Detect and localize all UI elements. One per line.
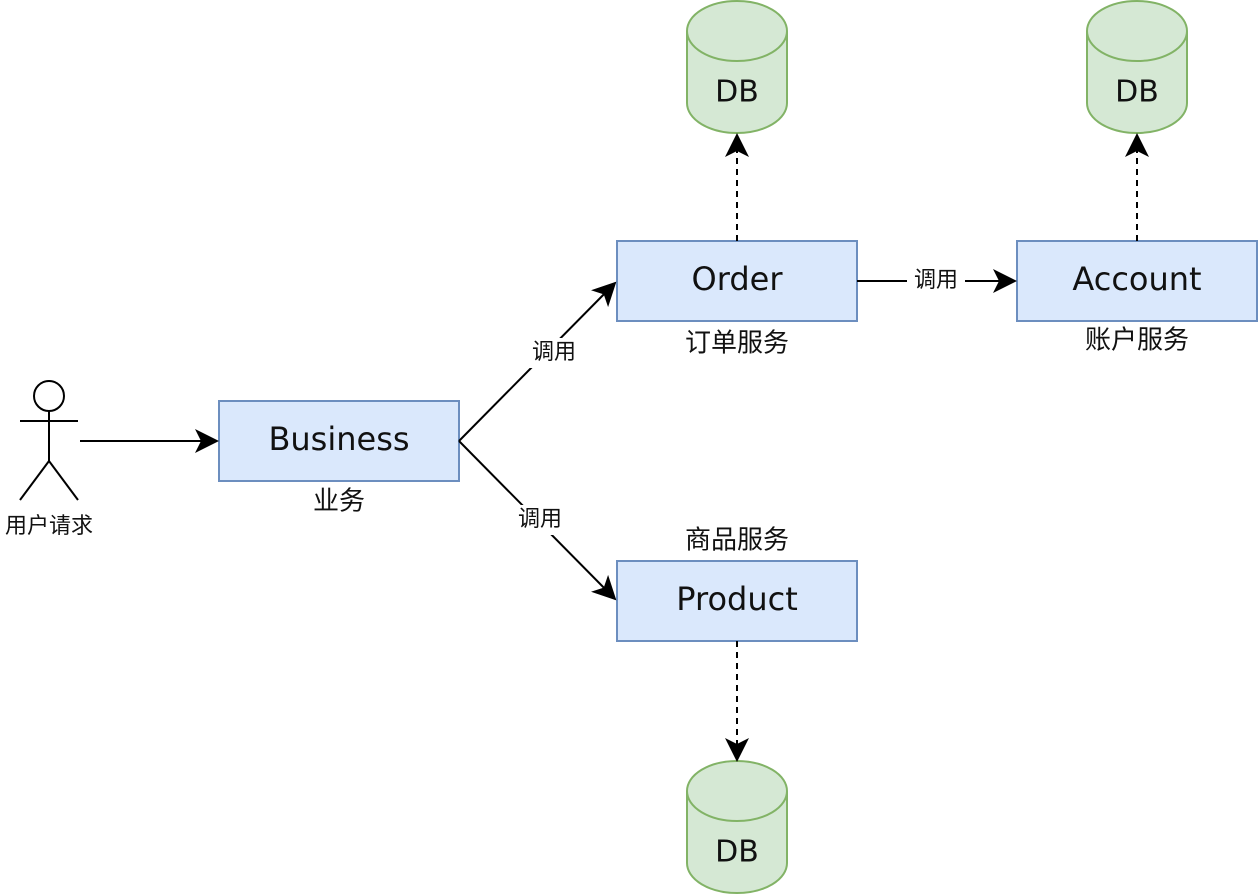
- account-db-label: DB: [1115, 75, 1159, 110]
- order-db-cylinder[interactable]: [686, 0, 788, 134]
- actor-left-leg: [19, 460, 50, 501]
- business-to-order-label-bg: [525, 338, 583, 368]
- account-db[interactable]: DB: [1086, 0, 1188, 134]
- account-db-top: [1086, 30, 1188, 62]
- business-caption: 业务: [313, 487, 365, 517]
- product-db-top: [686, 790, 788, 822]
- account-node[interactable]: Account: [1016, 240, 1258, 322]
- product-db-cylinder[interactable]: [686, 760, 788, 894]
- business-to-product-label: 调用: [518, 507, 562, 532]
- order-caption: 订单服务: [685, 329, 789, 359]
- order-node[interactable]: Order: [616, 240, 858, 322]
- account-db-cylinder[interactable]: [1086, 0, 1188, 134]
- order-db[interactable]: DB: [686, 0, 788, 134]
- business-to-order-label: 调用: [532, 340, 576, 365]
- account-label: Account: [1072, 260, 1201, 298]
- product-node[interactable]: Product: [616, 560, 858, 642]
- business-to-product-label-bg: [511, 505, 569, 535]
- business-node[interactable]: Business: [218, 400, 460, 482]
- actor-head-icon: [33, 380, 65, 412]
- product-label: Product: [676, 580, 798, 618]
- product-db[interactable]: DB: [686, 760, 788, 894]
- product-box[interactable]: [616, 560, 858, 642]
- actor-right-leg: [48, 460, 79, 501]
- order-to-account-label-bg: [907, 266, 965, 296]
- account-box[interactable]: [1016, 240, 1258, 322]
- order-db-top: [686, 30, 788, 62]
- user-actor: [19, 380, 79, 501]
- actor-label: 用户请求: [5, 514, 93, 539]
- business-box[interactable]: [218, 400, 460, 482]
- order-db-label: DB: [715, 75, 759, 110]
- order-to-account-label: 调用: [914, 268, 958, 293]
- account-caption: 账户服务: [1085, 326, 1189, 356]
- order-label: Order: [692, 260, 784, 298]
- product-caption: 商品服务: [685, 526, 789, 556]
- product-db-label: DB: [715, 835, 759, 870]
- business-label: Business: [268, 420, 409, 458]
